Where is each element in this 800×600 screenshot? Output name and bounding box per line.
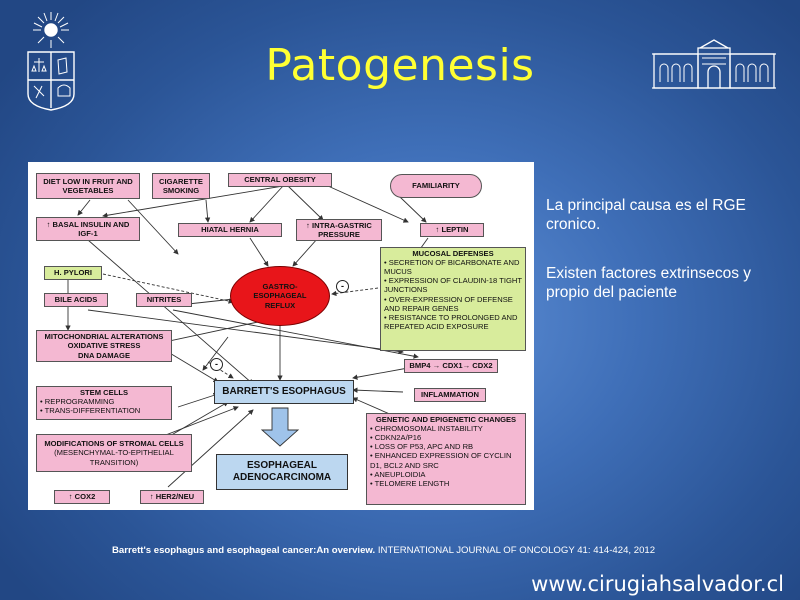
node-genetic-changes: GENETIC AND EPIGENETIC CHANGES CHROMOSOM… — [366, 413, 526, 505]
node-bmp4-label: BMP4 → CDX1→ CDX2 — [409, 361, 493, 371]
node-familiarity-label: FAMILIARITY — [412, 181, 460, 191]
mucosal-item: RESISTANCE TO PROLONGED AND REPEATED ACI… — [384, 313, 522, 331]
node-adeno-label: ESOPHAGEAL ADENOCARCINOMA — [232, 460, 332, 483]
node-insulin-label: ↑ BASAL INSULIN AND IGF-1 — [46, 219, 130, 238]
website-url: www.cirugiahsalvador.cl — [531, 572, 784, 596]
slide-title: Patogenesis — [265, 40, 535, 91]
stem-list: REPROGRAMMING TRANS-DIFFERENTIATION — [40, 397, 168, 415]
stromal-line: (MESENCHYMAL-TO-EPITHELIAL TRANSITION) — [54, 448, 174, 467]
side-text-1: La principal causa es el RGE cronico. — [546, 197, 746, 233]
mito-line: DNA DAMAGE — [77, 350, 131, 360]
mucosal-item: EXPRESSION OF CLAUDIN-18 TIGHT JUNCTIONS — [384, 276, 522, 294]
node-inflammation-label: INFLAMMATION — [420, 390, 480, 400]
pathogenesis-diagram: DIET LOW IN FRUIT AND VEGETABLES CIGARET… — [28, 162, 534, 510]
node-obesity-label: CENTRAL OBESITY — [244, 175, 316, 185]
genetic-item: TELOMERE LENGTH — [370, 479, 522, 488]
node-hernia: HIATAL HERNIA — [178, 223, 282, 237]
node-nitrites-label: NITRITES — [146, 295, 182, 305]
node-her2: ↑ HER2/NEU — [140, 490, 204, 504]
node-leptin-label: ↑ LEPTIN — [435, 225, 469, 235]
genetic-title: GENETIC AND EPIGENETIC CHANGES — [375, 415, 517, 424]
mito-line: MITOCHONDRIAL ALTERATIONS — [44, 332, 164, 342]
genetic-list: CHROMOSOMAL INSTABILITY CDKN2A/P16 LOSS … — [370, 424, 522, 488]
node-diet: DIET LOW IN FRUIT AND VEGETABLES — [36, 173, 140, 199]
genetic-item: ENHANCED EXPRESSION OF CYCLIN D1, BCL2 A… — [370, 451, 522, 469]
genetic-item: CHROMOSOMAL INSTABILITY — [370, 424, 522, 433]
genetic-item: ANEUPLOIDIA — [370, 470, 522, 479]
node-stromal-cells: MODIFICATIONS OF STROMAL CELLS (MESENCHY… — [36, 434, 192, 472]
genetic-item: LOSS OF P53, APC AND RB — [370, 442, 522, 451]
node-cox2: ↑ COX2 — [54, 490, 110, 504]
node-smoking: CIGARETTE SMOKING — [152, 173, 210, 199]
node-barretts-esophagus: BARRETT'S ESOPHAGUS — [214, 380, 354, 404]
mucosal-item: SECRETION OF BICARBONATE AND MUCUS — [384, 258, 522, 276]
node-obesity: CENTRAL OBESITY — [228, 173, 332, 187]
citation-source: INTERNATIONAL JOURNAL OF ONCOLOGY 41: 41… — [377, 545, 656, 556]
minus-sign-reflux: - — [336, 280, 349, 293]
genetic-item: CDKN2A/P16 — [370, 433, 522, 442]
mucosal-list: SECRETION OF BICARBONATE AND MUCUS EXPRE… — [384, 258, 522, 331]
minus-sign-barrett: - — [210, 358, 223, 371]
citation-title: Barrett's esophagus and esophageal cance… — [112, 545, 376, 556]
node-mucosal-defenses: MUCOSAL DEFENSES SECRETION OF BICARBONAT… — [380, 247, 526, 351]
node-pressure: ↑ INTRA-GASTRIC PRESSURE — [296, 219, 382, 241]
node-diet-label: DIET LOW IN FRUIT AND VEGETABLES — [43, 176, 133, 195]
node-inflammation: INFLAMMATION — [414, 388, 486, 402]
node-her2-label: ↑ HER2/NEU — [149, 492, 195, 502]
node-stem-cells: STEM CELLS REPROGRAMMING TRANS-DIFFERENT… — [36, 386, 172, 420]
node-reflux: GASTRO-ESOPHAGEAL REFLUX — [230, 266, 330, 326]
node-bile-label: BILE ACIDS — [54, 295, 98, 305]
mucosal-title: MUCOSAL DEFENSES — [412, 249, 494, 258]
node-smoking-label: CIGARETTE SMOKING — [159, 176, 203, 195]
stem-title: STEM CELLS — [79, 388, 129, 397]
node-familiarity: FAMILIARITY — [390, 174, 482, 198]
citation: Barrett's esophagus and esophageal cance… — [112, 545, 655, 556]
stem-item: REPROGRAMMING — [40, 397, 168, 406]
node-bile: BILE ACIDS — [44, 293, 108, 307]
node-bmp4: BMP4 → CDX1→ CDX2 — [404, 359, 498, 373]
node-pressure-label: ↑ INTRA-GASTRIC PRESSURE — [306, 220, 372, 239]
node-mitochondrial: MITOCHONDRIAL ALTERATIONS OXIDATIVE STRE… — [36, 330, 172, 362]
mucosal-item: OVER-EXPRESSION OF DEFENSE AND REPAIR GE… — [384, 295, 522, 313]
stromal-line: MODIFICATIONS OF STROMAL CELLS — [44, 439, 184, 449]
node-cox2-label: ↑ COX2 — [68, 492, 96, 502]
mito-line: OXIDATIVE STRESS — [67, 341, 141, 351]
stem-item: TRANS-DIFFERENTIATION — [40, 406, 168, 415]
university-seal-icon — [27, 12, 75, 111]
node-barrett-label: BARRETT'S ESOPHAGUS — [222, 386, 346, 397]
node-nitrites: NITRITES — [136, 293, 192, 307]
node-pylori-label: H. PYLORI — [54, 268, 92, 278]
node-adenocarcinoma: ESOPHAGEAL ADENOCARCINOMA — [216, 454, 348, 490]
node-leptin: ↑ LEPTIN — [420, 223, 484, 237]
node-insulin: ↑ BASAL INSULIN AND IGF-1 — [36, 217, 140, 241]
node-pylori: H. PYLORI — [44, 266, 102, 280]
side-text-2: Existen factores extrinsecos y propio de… — [546, 265, 752, 301]
hospital-building-icon — [652, 39, 776, 89]
node-hernia-label: HIATAL HERNIA — [201, 225, 259, 235]
node-reflux-label: GASTRO-ESOPHAGEAL REFLUX — [253, 281, 307, 310]
